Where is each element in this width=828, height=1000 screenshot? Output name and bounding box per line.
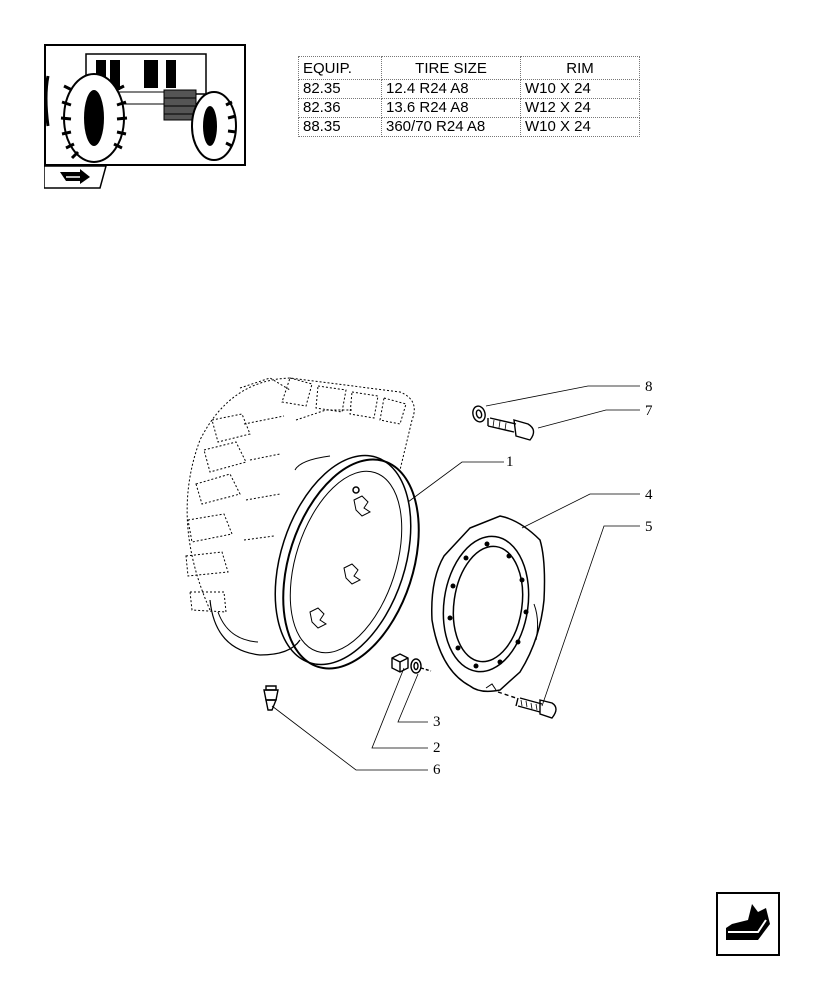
wheel-disc: [431, 515, 546, 693]
header-equip: EQUIP.: [298, 56, 382, 80]
cell-tire-size: 360/70 R24 A8: [381, 117, 521, 137]
bolt-5: [497, 691, 557, 719]
leader-lines: [271, 385, 640, 771]
valve-6: [263, 685, 279, 711]
section-arrow-icon: [43, 165, 107, 189]
washer-8: [472, 405, 486, 423]
tire-outline: [185, 377, 415, 613]
bolt-7: [487, 417, 535, 441]
callout-2: 2: [433, 740, 441, 756]
table-header-row: EQUIP. TIRE SIZE RIM: [298, 56, 640, 80]
callout-7: 7: [645, 403, 653, 419]
callout-4: 4: [645, 487, 653, 503]
callout-3: 3: [433, 714, 441, 730]
section-tab[interactable]: [43, 165, 114, 190]
cell-equip: 88.35: [298, 117, 382, 137]
callout-8: 8: [645, 379, 653, 395]
next-page-arrow-icon: [726, 904, 770, 940]
nut-2: [391, 653, 409, 673]
cell-rim: W10 X 24: [520, 117, 640, 137]
header-rim: RIM: [520, 56, 640, 80]
cell-equip: 82.35: [298, 79, 382, 99]
equipment-table: EQUIP. TIRE SIZE RIM 82.35 12.4 R24 A8 W…: [298, 56, 640, 137]
table-row: 88.35 360/70 R24 A8 W10 X 24: [298, 117, 640, 137]
rim: [274, 454, 420, 670]
tractor-thumbnail-icon: [46, 53, 237, 163]
callout-5: 5: [645, 519, 653, 535]
callout-1: 1: [506, 454, 514, 470]
cell-tire-size: 13.6 R24 A8: [381, 98, 521, 118]
washer-3: [410, 658, 432, 674]
callout-6: 6: [433, 762, 441, 778]
tractor-thumbnail: [44, 44, 246, 166]
header-tire-size: TIRE SIZE: [381, 56, 521, 80]
next-page-button[interactable]: [716, 892, 780, 956]
